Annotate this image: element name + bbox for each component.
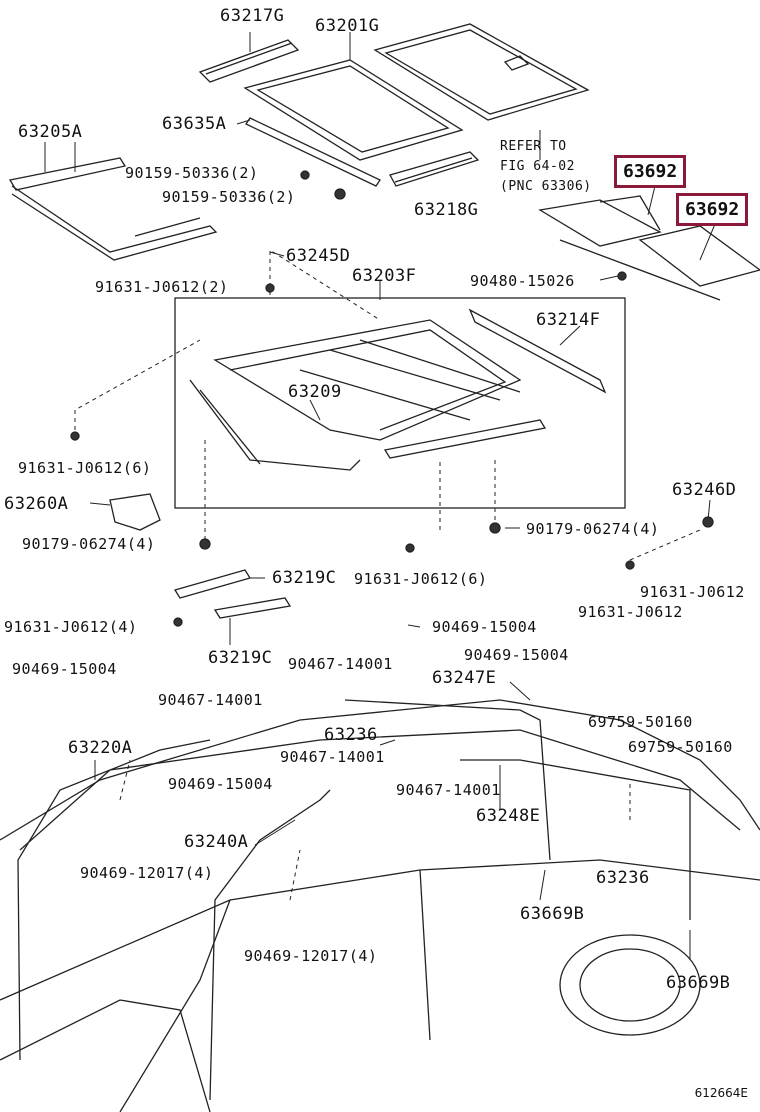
- part-63217G[interactable]: [198, 39, 300, 83]
- label-63247E[interactable]: 63247E: [432, 668, 497, 688]
- label-90480[interactable]: 90480-15026: [470, 272, 575, 290]
- label-63669B-b[interactable]: 63669B: [666, 973, 731, 993]
- label-63236-a[interactable]: 63236: [324, 725, 378, 745]
- label-63219C-b[interactable]: 63219C: [208, 648, 273, 668]
- part-63218G[interactable]: [389, 151, 480, 187]
- label-90159-a[interactable]: 90159-50336(2): [125, 164, 259, 182]
- label-90469-b[interactable]: 90469-15004: [464, 646, 569, 664]
- label-63692-highlight-2[interactable]: 63692: [676, 193, 749, 226]
- part-63635A[interactable]: [245, 117, 381, 187]
- label-90179-a[interactable]: 90179-06274(4): [22, 535, 156, 553]
- label-90469-d[interactable]: 90469-15004: [168, 775, 273, 793]
- label-63201G[interactable]: 63201G: [315, 16, 380, 36]
- label-91631-d[interactable]: 91631-J0612: [640, 583, 745, 601]
- label-63692-highlight-1[interactable]: 63692: [614, 155, 687, 188]
- label-63209[interactable]: 63209: [288, 382, 342, 402]
- refer-text-3: (PNC 63306): [500, 179, 592, 194]
- label-63217G[interactable]: 63217G: [220, 6, 285, 26]
- label-90467-c[interactable]: 90467-14001: [280, 748, 385, 766]
- refer-text-1: REFER TO: [500, 139, 567, 154]
- label-63240A[interactable]: 63240A: [184, 832, 249, 852]
- label-91631-e[interactable]: 91631-J0612: [578, 603, 683, 621]
- label-63260A[interactable]: 63260A: [4, 494, 69, 514]
- refer-text-2: FIG 64-02: [500, 159, 575, 174]
- part-63203F-frame[interactable]: [174, 297, 626, 509]
- part-63201G[interactable]: [243, 59, 464, 161]
- label-63205A[interactable]: 63205A: [18, 122, 83, 142]
- label-63236-b[interactable]: 63236: [596, 868, 650, 888]
- bolts[interactable]: [70, 170, 714, 627]
- label-63635A[interactable]: 63635A: [162, 114, 227, 134]
- label-63245D[interactable]: 63245D: [286, 246, 351, 266]
- label-91631-c[interactable]: 91631-J0612(6): [354, 570, 488, 588]
- label-63248E[interactable]: 63248E: [476, 806, 541, 826]
- label-63214F[interactable]: 63214F: [536, 310, 601, 330]
- label-91631-b[interactable]: 91631-J0612(6): [18, 459, 152, 477]
- part-63205A[interactable]: [8, 157, 218, 261]
- label-90179-b[interactable]: 90179-06274(4): [526, 520, 660, 538]
- label-63220A[interactable]: 63220A: [68, 738, 133, 758]
- car-body: [0, 699, 760, 1112]
- label-63246D[interactable]: 63246D: [672, 480, 737, 500]
- label-90467-d[interactable]: 90467-14001: [396, 781, 501, 799]
- drain-hoses[interactable]: [17, 699, 691, 1101]
- label-63219C-a[interactable]: 63219C: [272, 568, 337, 588]
- label-90469-e[interactable]: 90469-12017(4): [80, 864, 214, 882]
- figure-code: 612664E: [694, 1086, 748, 1100]
- label-63669B-a[interactable]: 63669B: [520, 904, 585, 924]
- label-90469-a[interactable]: 90469-15004: [432, 618, 537, 636]
- part-63260A-motor[interactable]: [109, 493, 161, 531]
- part-sunshade[interactable]: [373, 23, 590, 121]
- label-69759-a[interactable]: 69759-50160: [588, 713, 693, 731]
- label-63203F[interactable]: 63203F: [352, 266, 417, 286]
- label-69759-b[interactable]: 69759-50160: [628, 738, 733, 756]
- label-63218G[interactable]: 63218G: [414, 200, 479, 220]
- label-91631-f[interactable]: 91631-J0612(4): [4, 618, 138, 636]
- label-91631-a[interactable]: 91631-J0612(2): [95, 278, 229, 296]
- label-90469-c[interactable]: 90469-15004: [12, 660, 117, 678]
- label-90467-a[interactable]: 90467-14001: [288, 655, 393, 673]
- label-90467-b[interactable]: 90467-14001: [158, 691, 263, 709]
- part-63692-panels[interactable]: [538, 195, 760, 301]
- label-90159-b[interactable]: 90159-50336(2): [162, 188, 296, 206]
- label-90469-f[interactable]: 90469-12017(4): [244, 947, 378, 965]
